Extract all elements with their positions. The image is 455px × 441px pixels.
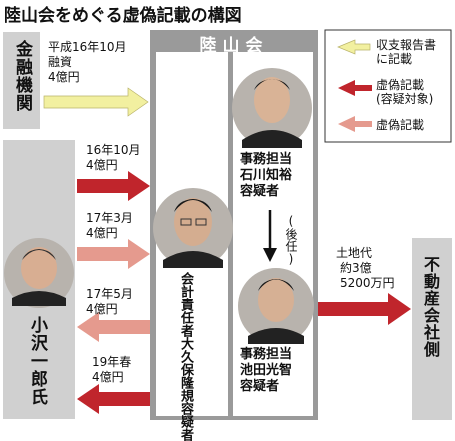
ishikawa-label: 事務担当 石川知裕 容疑者: [240, 152, 292, 200]
realestate-box: [412, 238, 452, 420]
succession-arrowhead: [263, 248, 277, 262]
land-type: 土地代: [336, 246, 373, 260]
loan-label: 平成16年10月 融資 4億円: [48, 40, 127, 85]
may17-date: 17年5月: [86, 287, 133, 301]
spring19-date: 19年春: [92, 355, 132, 369]
ikeda-name: 池田光智: [240, 363, 293, 378]
mar17-amount: 4億円: [86, 226, 118, 240]
arrow-land: [318, 293, 411, 325]
legend-false-line1: 虚偽記載: [376, 118, 425, 132]
ishikawa-status: 容疑者: [240, 184, 280, 199]
portrait-ikeda: [238, 268, 314, 344]
ozawa-label: 小沢一郎氏: [27, 316, 47, 406]
may17-label: 17年5月 4億円: [86, 287, 133, 317]
arrow-oct16: [77, 171, 150, 201]
legend-false-suspected-line1: 虚偽記載: [376, 78, 425, 92]
realestate-label: 不動産会社側: [421, 256, 440, 358]
legend-false-suspected: 虚偽記載 (容疑対象): [376, 78, 433, 106]
ikeda-label: 事務担当 池田光智 容疑者: [240, 347, 292, 395]
mar17-date: 17年3月: [86, 211, 133, 225]
oct16-date: 16年10月: [86, 143, 141, 157]
legend-arrow-unreported: [337, 39, 371, 55]
bank-label: 金融機関: [12, 40, 32, 112]
loan-amount: 4億円: [48, 70, 80, 84]
portrait-ishikawa: [232, 68, 312, 148]
land-amount-2: 5200万円: [340, 276, 395, 290]
portrait-okubo: [153, 188, 233, 268]
legend-arrow-false: [338, 116, 372, 132]
legend-unreported: 収支報告書 に記載: [376, 38, 436, 66]
legend-arrow-false-suspected: [338, 80, 372, 96]
legend-false-suspected-line2: (容疑対象): [376, 92, 434, 106]
ishikawa-name: 石川知裕: [240, 168, 293, 183]
rikuzankai-label: 陸山会: [199, 36, 269, 56]
land-label: 土地代 約3億 5200万円: [336, 246, 395, 291]
ikeda-role: 事務担当: [240, 347, 293, 362]
succession-label: (後任): [284, 214, 298, 266]
arrow-may17: [77, 312, 150, 342]
diagram-canvas: [3, 29, 452, 420]
may17-amount: 4億円: [86, 302, 118, 316]
ishikawa-role: 事務担当: [240, 152, 293, 167]
spring19-amount: 4億円: [92, 370, 124, 384]
oct16-amount: 4億円: [86, 158, 118, 172]
portrait-ozawa: [4, 238, 74, 308]
treasurer-label: 会計責任者大久保隆規容疑者: [178, 272, 193, 441]
legend-unreported-line1: 収支報告書: [376, 38, 437, 52]
bank-box: [3, 32, 40, 129]
arrow-spring19: [77, 384, 150, 414]
land-amount-1: 約3億: [340, 261, 372, 275]
loan-type: 融資: [48, 55, 73, 69]
mar17-label: 17年3月 4億円: [86, 211, 133, 241]
legend-false: 虚偽記載: [376, 118, 424, 132]
loan-date: 平成16年10月: [48, 40, 127, 54]
ikeda-status: 容疑者: [240, 379, 280, 394]
spring19-label: 19年春 4億円: [92, 355, 131, 385]
diagram-title: 陸山会をめぐる虚偽記載の構図: [4, 6, 242, 26]
arrow-mar17: [77, 239, 150, 269]
legend-unreported-line2: に記載: [376, 52, 413, 66]
arrow-bank-loan: [43, 87, 149, 117]
oct16-label: 16年10月 4億円: [86, 143, 141, 173]
